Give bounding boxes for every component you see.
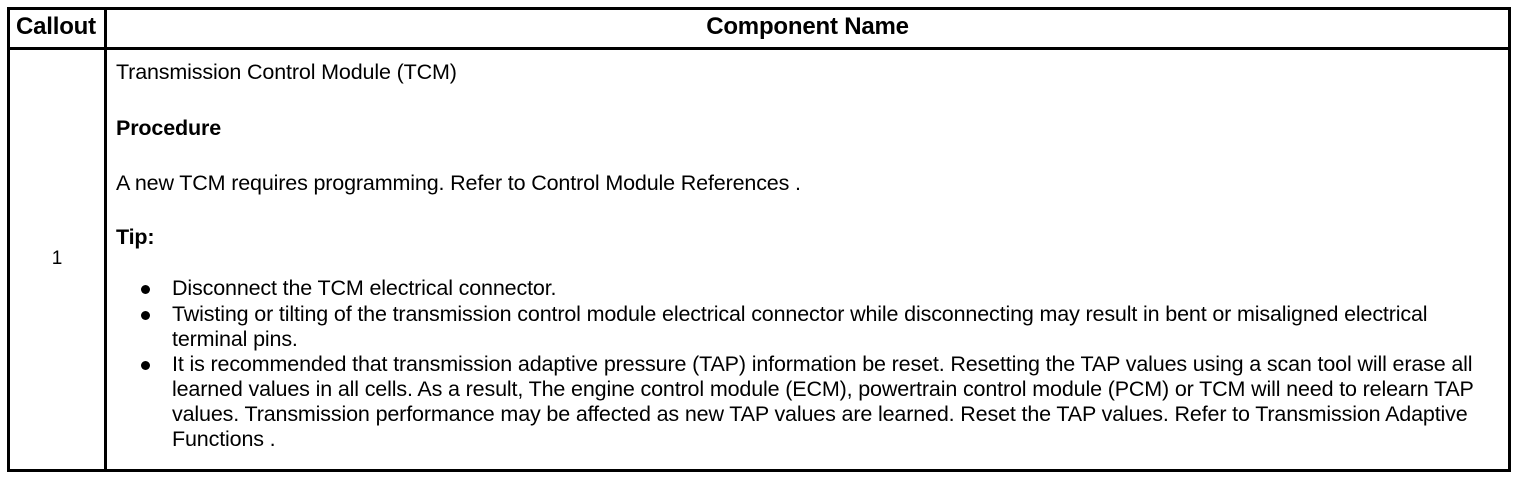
procedure-text: A new TCM requires programming. Refer to… <box>116 170 801 195</box>
spacer <box>116 141 1500 171</box>
list-item: Disconnect the TCM electrical connector. <box>116 276 1500 301</box>
list-item: Twisting or tilting of the transmission … <box>116 302 1500 352</box>
component-table: Callout Component Name 1 Transmission Co… <box>7 7 1511 472</box>
spacer <box>116 250 1500 276</box>
list-item-text: Twisting or tilting of the transmission … <box>172 301 1428 351</box>
table-header-row: Callout Component Name <box>7 7 1511 50</box>
table-row: 1 Transmission Control Module (TCM) Proc… <box>7 46 1511 472</box>
table-body: 1 Transmission Control Module (TCM) Proc… <box>7 46 1511 472</box>
bullet-icon <box>141 361 150 371</box>
spacer <box>116 84 1500 116</box>
column-header-callout: Callout <box>7 7 107 50</box>
component-details-cell: Transmission Control Module (TCM) Proced… <box>104 46 1511 472</box>
list-item-text: Disconnect the TCM electrical connector. <box>172 275 557 300</box>
list-item: It is recommended that transmission adap… <box>116 352 1500 451</box>
procedure-heading: Procedure <box>116 116 221 141</box>
tip-heading: Tip: <box>116 225 155 250</box>
list-item-text: It is recommended that transmission adap… <box>172 352 1474 451</box>
component-title: Transmission Control Module (TCM) <box>116 59 457 84</box>
tip-list: Disconnect the TCM electrical connector.… <box>116 276 1500 452</box>
callout-number: 1 <box>7 46 107 472</box>
column-header-component-name: Component Name <box>104 7 1511 50</box>
bullet-icon <box>141 284 150 294</box>
table-header: Callout Component Name <box>7 7 1511 50</box>
spacer <box>116 195 1500 225</box>
bullet-icon <box>141 310 150 320</box>
